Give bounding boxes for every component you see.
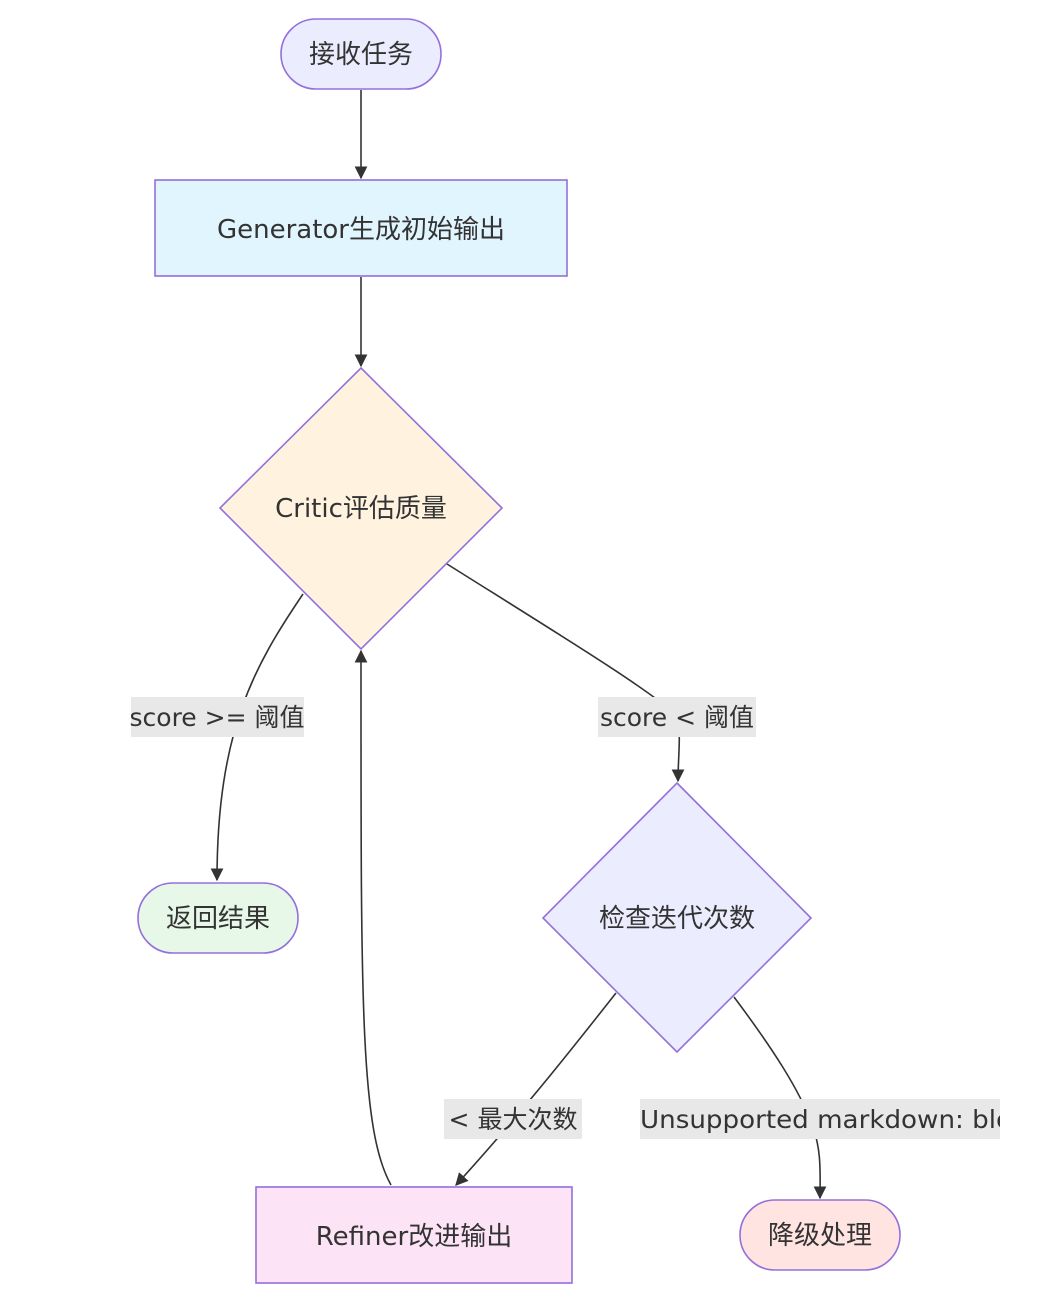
edge-label-background xyxy=(131,697,304,737)
edge-label-limit-text: Unsupported markdown: blo xyxy=(640,1105,1012,1134)
node-fallback-shape xyxy=(739,1199,901,1271)
node-check-label: 检查迭代次数 xyxy=(599,904,755,934)
node-fallback-label: 降级处理 xyxy=(768,1221,872,1251)
node-start-shape xyxy=(280,18,442,90)
node-generator-shape xyxy=(154,179,568,277)
edge-label-fail: score < 阈值 xyxy=(598,697,756,737)
edge-label-fail-text: score < 阈值 xyxy=(600,703,754,732)
node-refiner-shape xyxy=(255,1186,573,1284)
node-critic-shape xyxy=(218,366,504,651)
node-critic-label: Critic评估质量 xyxy=(275,494,447,524)
edge-label-background xyxy=(444,1099,582,1139)
node-refiner: Refiner改进输出 xyxy=(255,1186,573,1284)
edge-refiner-to-critic xyxy=(354,649,392,1186)
edge-label-retry: < 最大次数 xyxy=(444,1099,582,1139)
node-refiner-label: Refiner改进输出 xyxy=(316,1222,512,1252)
node-generator-label: Generator生成初始输出 xyxy=(217,215,505,245)
node-return-shape xyxy=(137,882,299,954)
node-start: 接收任务 xyxy=(280,18,442,90)
node-start-label: 接收任务 xyxy=(309,40,413,70)
edge-critic-to-check xyxy=(446,563,685,783)
node-check-shape xyxy=(541,781,813,1054)
edge-label-retry-text: < 最大次数 xyxy=(449,1105,578,1134)
node-return-label: 返回结果 xyxy=(166,904,270,934)
edge-label-pass-text: score >= 阈值 xyxy=(130,703,305,732)
edge-label-limit: Unsupported markdown: blo xyxy=(640,1099,1012,1139)
edge-label-pass: score >= 阈值 xyxy=(130,697,305,737)
node-generator: Generator生成初始输出 xyxy=(154,179,568,277)
node-check: 检查迭代次数 xyxy=(541,781,813,1054)
edge-check-to-fallback xyxy=(733,996,827,1200)
node-fallback: 降级处理 xyxy=(739,1199,901,1271)
edge-label-background xyxy=(598,697,756,737)
edge-check-to-refiner xyxy=(455,992,617,1186)
node-critic: Critic评估质量 xyxy=(218,366,504,651)
node-return: 返回结果 xyxy=(137,882,299,954)
edge-label-background xyxy=(640,1099,1000,1139)
